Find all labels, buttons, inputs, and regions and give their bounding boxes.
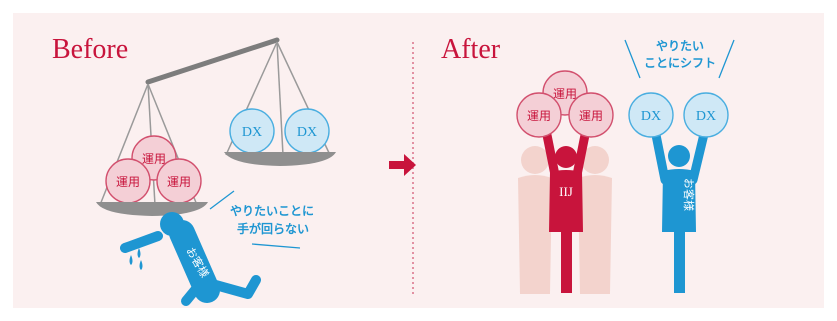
sweat-drops [129,248,143,270]
right-pan [224,152,336,166]
svg-text:DX: DX [641,109,661,124]
iij-label: IIJ [559,184,573,199]
dx-ball: DX [229,108,275,154]
after-callout-line1: やりたい [656,39,704,53]
after-callout-line2: ことにシフト [644,56,716,70]
ops-ball: 運用 [105,158,151,204]
svg-text:DX: DX [242,125,262,140]
customer-figure-crushed [120,212,261,306]
ops-ball: 運用 [156,158,202,204]
before-callout-line2: 手が回らない [237,221,309,236]
svg-text:運用: 運用 [527,109,551,123]
svg-text:運用: 運用 [579,109,603,123]
background-person [518,146,552,294]
svg-text:運用: 運用 [167,175,191,189]
after-title: After [441,34,501,65]
background-person [578,146,612,294]
dx-ball: DX [628,92,674,138]
before-callout: やりたいことに 手が回らない [209,190,314,249]
before-callout-line1: やりたいことに [230,204,314,218]
dx-ball: DX [284,108,330,154]
ops-ball: 運用 [568,92,614,138]
left-pan [96,202,208,216]
customer-figure-after: お客様 [650,125,710,293]
svg-text:運用: 運用 [553,87,577,101]
svg-text:運用: 運用 [142,152,166,166]
ops-ball: 運用 [516,92,562,138]
transition-arrow [389,154,416,176]
svg-text:DX: DX [696,109,716,124]
before-title: Before [52,34,128,65]
svg-text:DX: DX [297,125,317,140]
dx-ball: DX [683,92,729,138]
balance-scale: DX DX 運用 運用 運用 [96,37,336,216]
svg-text:運用: 運用 [116,175,140,189]
after-callout: やりたい ことにシフト [624,39,735,79]
customer-label-after: お客様 [682,178,696,211]
scale-beam [145,37,280,85]
